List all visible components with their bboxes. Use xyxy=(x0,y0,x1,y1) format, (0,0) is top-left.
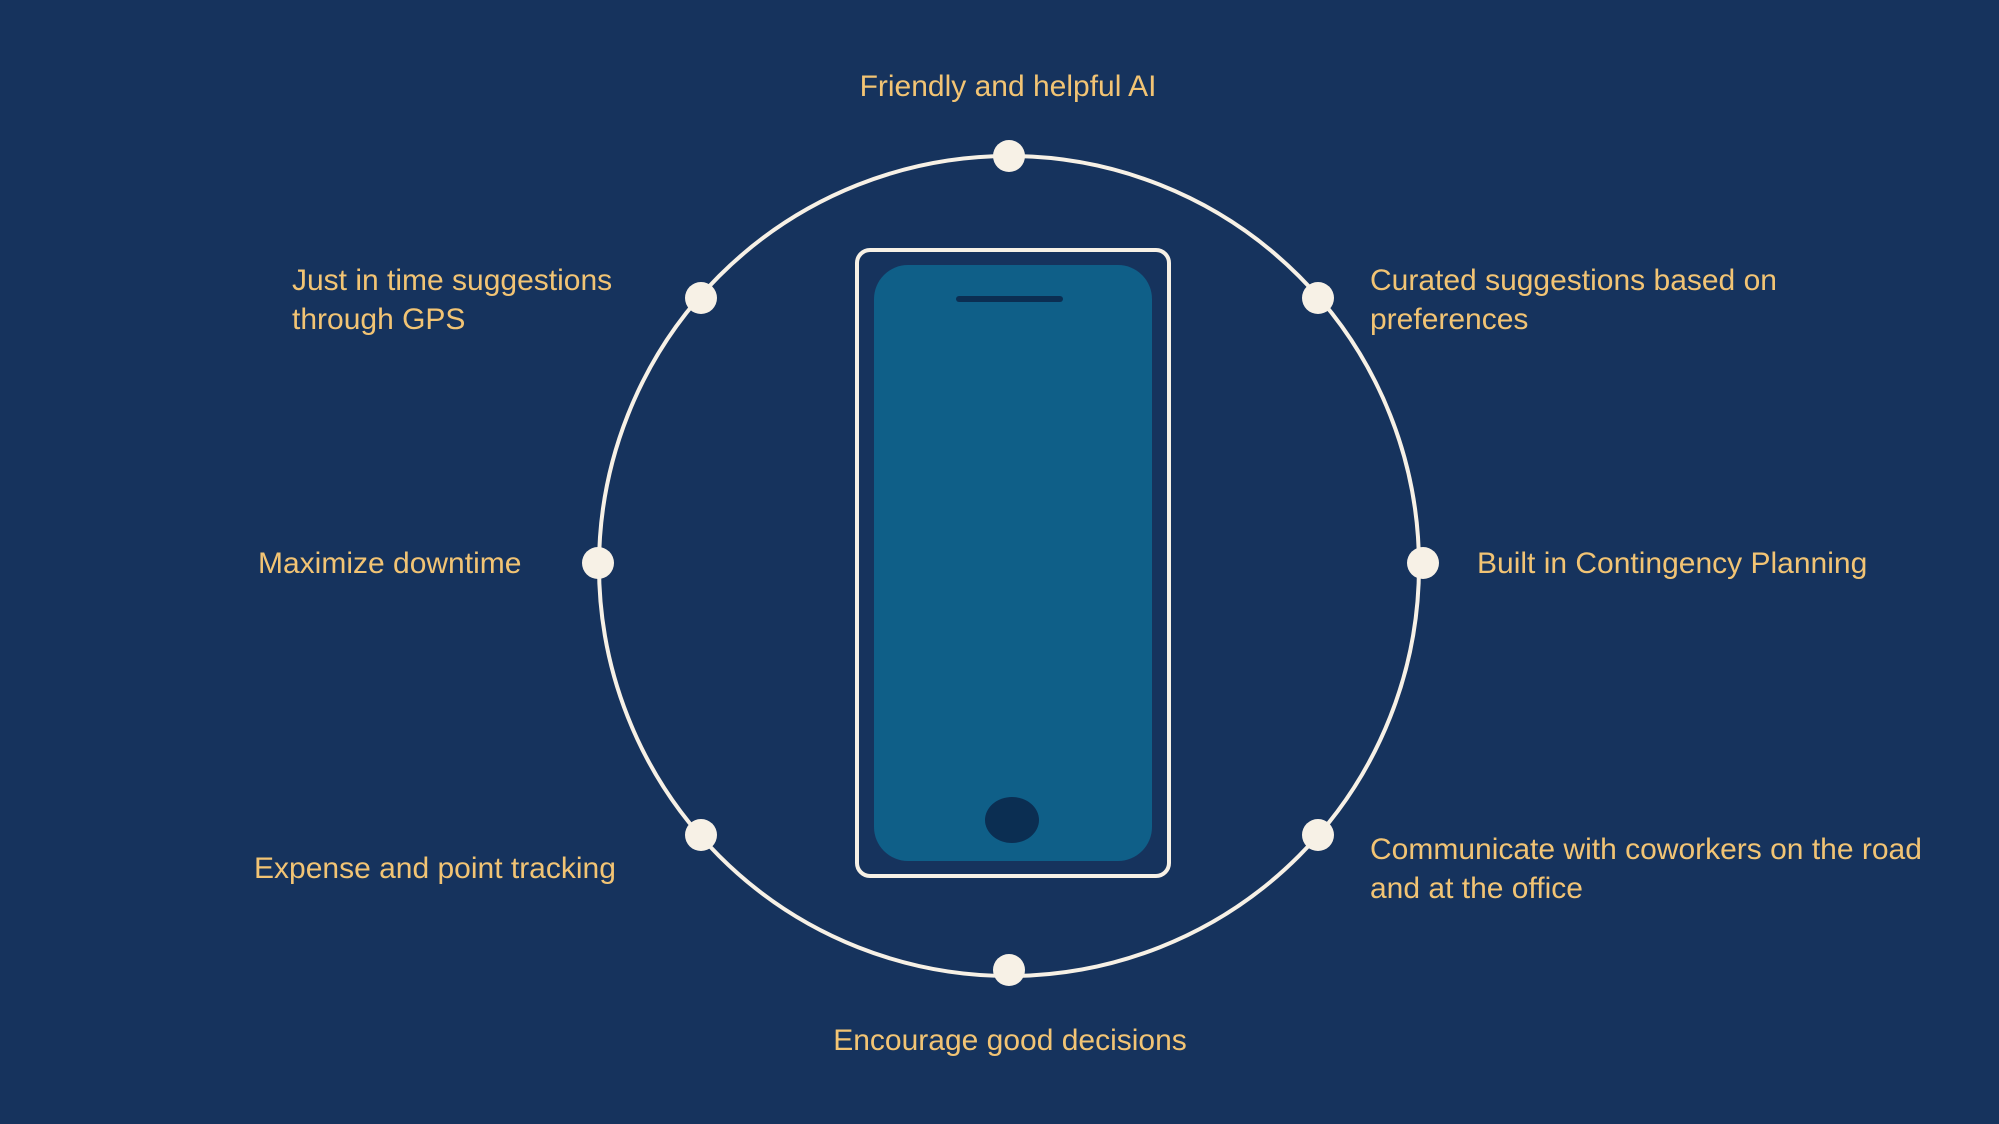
feature-label-top: Friendly and helpful AI xyxy=(859,70,1157,103)
feature-label-lower-left: Expense and point tracking xyxy=(254,852,616,885)
node-lower-left xyxy=(685,819,717,851)
ring-nodes xyxy=(582,140,1439,986)
smartphone-icon xyxy=(855,248,1171,878)
feature-label-upper-right: Curated suggestions based on preferences xyxy=(1370,264,1777,336)
node-left xyxy=(582,547,614,579)
node-upper-right xyxy=(1302,282,1334,314)
node-right xyxy=(1407,547,1439,579)
phone-screen xyxy=(874,265,1152,861)
feature-label-right: Built in Contingency Planning xyxy=(1477,547,1868,580)
node-lower-right xyxy=(1302,819,1334,851)
feature-label-lower-right: Communicate with coworkers on the road a… xyxy=(1370,833,1922,905)
feature-label-bottom: Encourage good decisions xyxy=(833,1024,1187,1057)
phone-speaker xyxy=(956,296,1063,302)
feature-label-left: Maximize downtime xyxy=(258,547,522,580)
phone-home-button xyxy=(985,797,1039,843)
node-upper-left xyxy=(685,282,717,314)
node-top xyxy=(993,140,1025,172)
feature-label-upper-left: Just in time suggestions through GPS xyxy=(292,264,613,336)
node-bottom xyxy=(993,954,1025,986)
phone-outline xyxy=(855,248,1171,878)
